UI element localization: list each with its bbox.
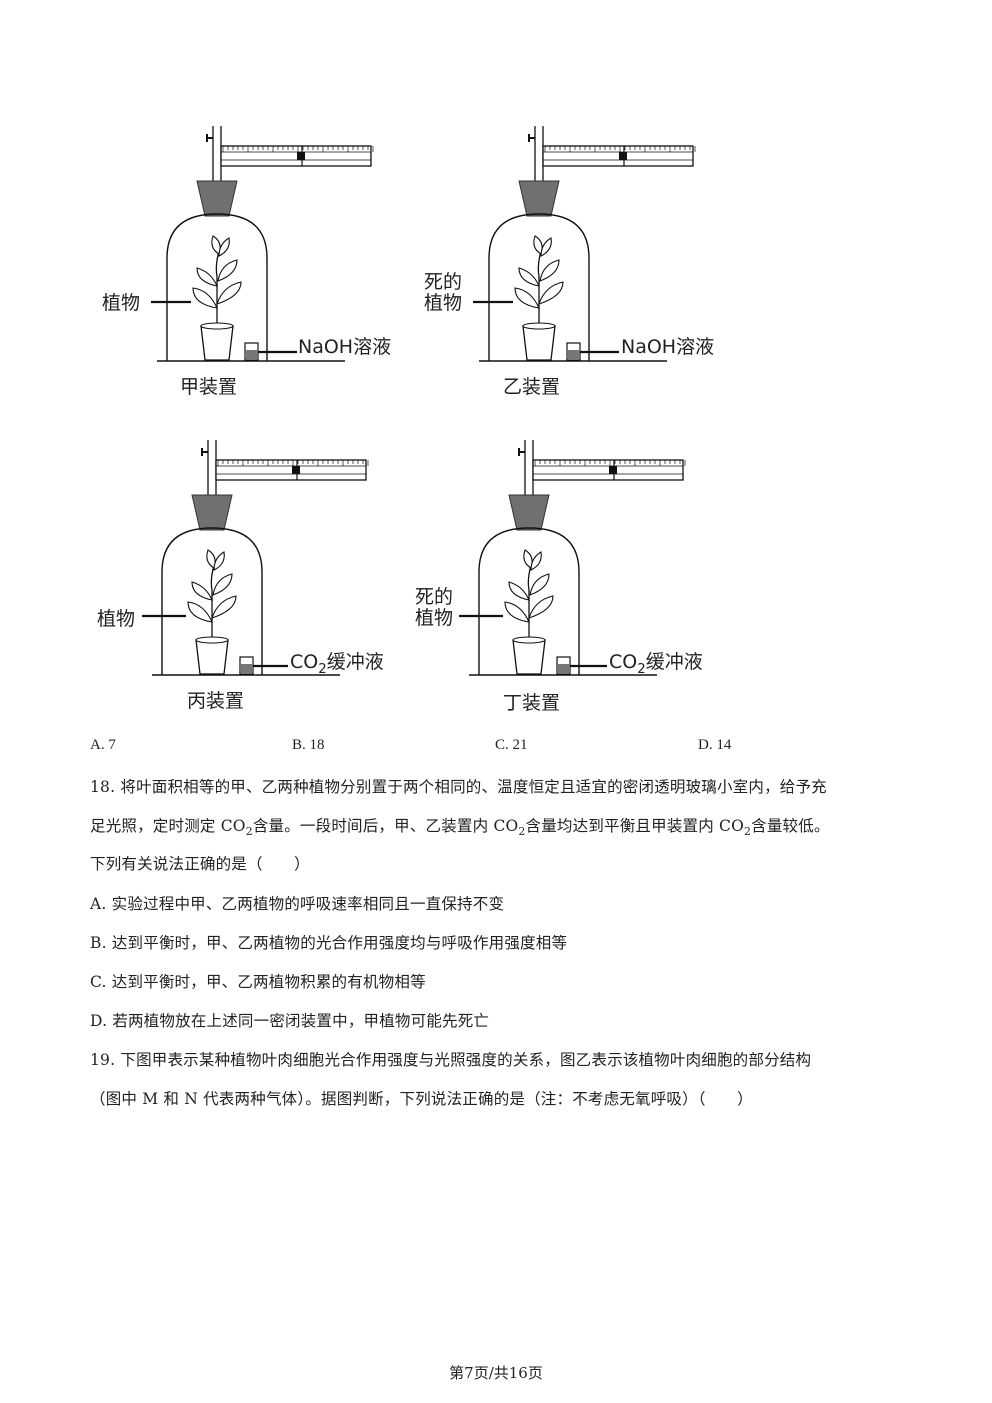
figure-yi <box>473 125 727 406</box>
solution-label: NaOH溶液 <box>621 336 715 358</box>
plant-label: 植物 <box>97 608 136 630</box>
plant-label: 死的植物 <box>424 271 463 314</box>
plant-pointer-line <box>473 300 513 304</box>
q18-option-a: A. 实验过程中甲、乙两植物的呼吸速率相同且一直保持不变 <box>90 895 505 913</box>
figure-jia <box>151 125 405 406</box>
q19-stem-line2: （图中 M 和 N 代表两种气体）。据图判断，下列说法正确的是（注：不考虑无氧呼… <box>90 1090 753 1108</box>
q18-option-d: D. 若两植物放在上述同一密闭装置中，甲植物可能先死亡 <box>90 1012 490 1030</box>
q17-option-c: C. 21 <box>495 737 528 753</box>
q18-stem-line2: 足光照，定时测定 CO2含量。一段时间后，甲、乙装置内 CO2含量均达到平衡且甲… <box>90 817 830 839</box>
solution-pointer-line <box>258 350 297 354</box>
plant-pointer-line <box>142 614 186 618</box>
figure-bing <box>142 439 400 720</box>
q17-option-b: B. 18 <box>292 737 325 753</box>
solution-label: NaOH溶液 <box>298 336 392 358</box>
solution-pointer-line <box>570 664 607 668</box>
q18-stem-line3: 下列有关说法正确的是（ ） <box>90 855 310 873</box>
solution-label: CO2缓冲液 <box>609 651 703 677</box>
q17-option-d: D. 14 <box>698 737 732 753</box>
solution-pointer-line <box>580 350 619 354</box>
plant-pointer-line <box>151 300 191 304</box>
plant-label: 死的植物 <box>415 586 454 629</box>
figure-caption: 乙装置 <box>503 376 561 398</box>
figure-ding <box>459 439 717 720</box>
page-footer: 第7页/共16页 <box>449 1364 543 1382</box>
figure-caption: 甲装置 <box>180 376 238 398</box>
q18-option-c: C. 达到平衡时，甲、乙两植物积累的有机物相等 <box>90 973 426 991</box>
q17-option-a: A. 7 <box>90 737 116 753</box>
q18-option-b: B. 达到平衡时，甲、乙两植物的光合作用强度均与呼吸作用强度相等 <box>90 934 568 952</box>
solution-label: CO2缓冲液 <box>290 651 384 677</box>
q19-stem-line1: 19. 下图甲表示某种植物叶肉细胞光合作用强度与光照强度的关系，图乙表示该植物叶… <box>90 1051 812 1069</box>
solution-pointer-line <box>253 664 288 668</box>
plant-pointer-line <box>459 614 503 618</box>
figure-caption: 丁装置 <box>503 692 561 714</box>
figure-caption: 丙装置 <box>187 690 245 712</box>
plant-label: 植物 <box>102 292 141 314</box>
q18-stem-line1: 18. 将叶面积相等的甲、乙两种植物分别置于两个相同的、温度恒定且适宜的密闭透明… <box>90 778 827 796</box>
